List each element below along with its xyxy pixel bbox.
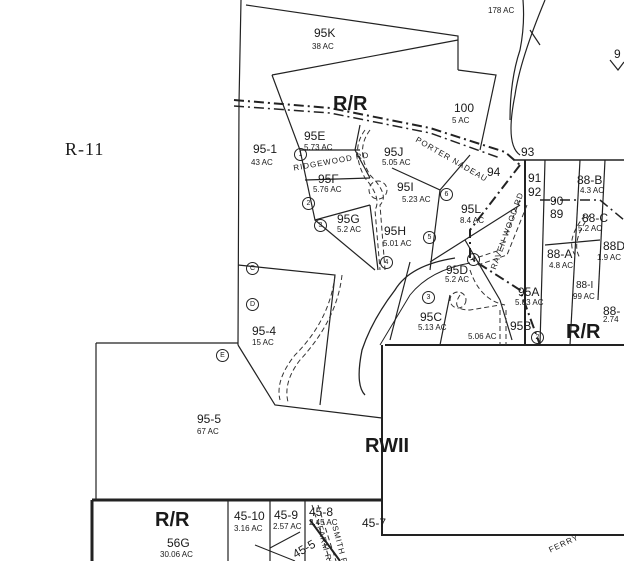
parcel-95a-id: 95A: [518, 285, 540, 299]
marker-3b: 3: [422, 291, 435, 304]
parcel-88c-id: 88-C: [582, 211, 609, 225]
parcel-9: 9: [614, 47, 621, 61]
parcel-45-8-id: 45-8: [309, 505, 334, 519]
parcel-100-id: 100: [454, 101, 475, 115]
parcel-95c-area: 5.13 AC: [418, 323, 447, 332]
parcel-89: 89: [550, 207, 564, 221]
parcel-95k-id: 95K: [314, 26, 336, 40]
parcel-95i-id: 95I: [397, 180, 414, 194]
marker-4b: 4: [467, 253, 480, 266]
parcel-95-4-area: 15 AC: [252, 338, 274, 347]
parcel-100-area: 5 AC: [452, 116, 470, 125]
parcel-95l-id: 95L: [461, 202, 482, 216]
parcel-95-1-id: 95-1: [253, 142, 278, 156]
parcel-95i-area: 5.23 AC: [402, 195, 431, 204]
parcel-95g-id: 95G: [337, 212, 360, 226]
parcel-95h-area: 5.01 AC: [383, 239, 412, 248]
parcel-88i-area: 99 AC: [573, 292, 595, 301]
marker-2: 2: [302, 197, 315, 210]
parcel-88a-area: 4.8 AC: [549, 261, 574, 270]
parcel-88-id: 88-: [603, 304, 621, 318]
parcel-95e-area: 5.73 AC: [304, 143, 333, 152]
parcel-top-area: 178 AC: [488, 6, 515, 15]
marker-c: C: [246, 262, 259, 275]
parcel-94: 94: [487, 165, 501, 179]
parcel-95b-area: 5.06 AC: [468, 332, 497, 341]
parcel-95h-id: 95H: [384, 224, 407, 238]
marker-6: 6: [440, 188, 453, 201]
parcel-88c-area: 5.2 AC: [578, 224, 603, 233]
parcel-88a-id: 88-A: [547, 247, 573, 261]
parcel-95k-area: 38 AC: [312, 42, 334, 51]
parcel-56g-area: 30.06 AC: [160, 550, 193, 559]
parcel-45-10-id: 45-10: [234, 509, 265, 523]
parcel-45-8-area: 2.45 AC: [309, 518, 338, 527]
marker-2b: 2: [531, 331, 544, 344]
parcel-90: 90: [550, 194, 564, 208]
marker-5: 5: [423, 231, 436, 244]
parcel-45-7: 45-7: [362, 516, 387, 530]
parcel-95d-id: 95D: [446, 263, 469, 277]
parcel-93: 93: [521, 145, 535, 159]
parcel-95c-id: 95C: [420, 310, 443, 324]
parcel-95b-id: 95B: [510, 319, 532, 333]
parcel-45-10-area: 3.16 AC: [234, 524, 263, 533]
boundary-west: [237, 0, 242, 346]
parcel-88d-area: 1.9 AC: [597, 253, 622, 262]
zone-rw2: RWII: [365, 435, 410, 457]
zone-r11: R-11: [65, 139, 105, 159]
parcel-88b-area: 4.3 AC: [580, 186, 605, 195]
marker-e: E: [216, 349, 229, 362]
parcel-95-1-area: 43 AC: [251, 158, 273, 167]
parcel-45-9-id: 45-9: [274, 508, 299, 522]
parcel-95-5-area: 67 AC: [197, 427, 219, 436]
parcel-95a-area: 5.03 AC: [515, 298, 544, 307]
parcel-95l-area: 8.4 AC: [460, 216, 485, 225]
zone-rr-top: R/R: [333, 93, 368, 115]
rr-boundary-line: [233, 99, 521, 166]
parcel-95g-area: 5.2 AC: [337, 225, 362, 234]
parcel-95e-id: 95E: [304, 129, 326, 143]
zone-rr-right: R/R: [566, 321, 601, 343]
marker-4: 4: [380, 256, 393, 269]
marker-d: D: [246, 298, 259, 311]
boundary-95k: [245, 4, 459, 70]
parcel-95d-area: 5.2 AC: [445, 275, 470, 284]
parcel-92: 92: [528, 185, 542, 199]
parcel-88-area: 2.74: [603, 315, 619, 324]
marker-1: 1: [294, 148, 307, 161]
parcel-45-9-area: 2.57 AC: [273, 522, 302, 531]
marker-3: 3: [314, 219, 327, 232]
parcel-95f-area: 5.76 AC: [313, 185, 342, 194]
parcel-95-4-id: 95-4: [252, 324, 277, 338]
parcel-95f-id: 95F: [318, 172, 339, 186]
zone-rr-bottom: R/R: [155, 509, 190, 531]
parcel-95j-area: 5.05 AC: [382, 158, 411, 167]
parcel-95j-id: 95J: [384, 145, 404, 159]
parcel-88b-id: 88-B: [577, 173, 603, 187]
parcel-88i-id: 88-I: [576, 280, 594, 291]
parcel-56g-id: 56G: [167, 536, 190, 550]
parcel-91: 91: [528, 171, 542, 185]
parcel-88d-id: 88D: [603, 239, 624, 253]
parcel-95-5-id: 95-5: [197, 412, 222, 426]
